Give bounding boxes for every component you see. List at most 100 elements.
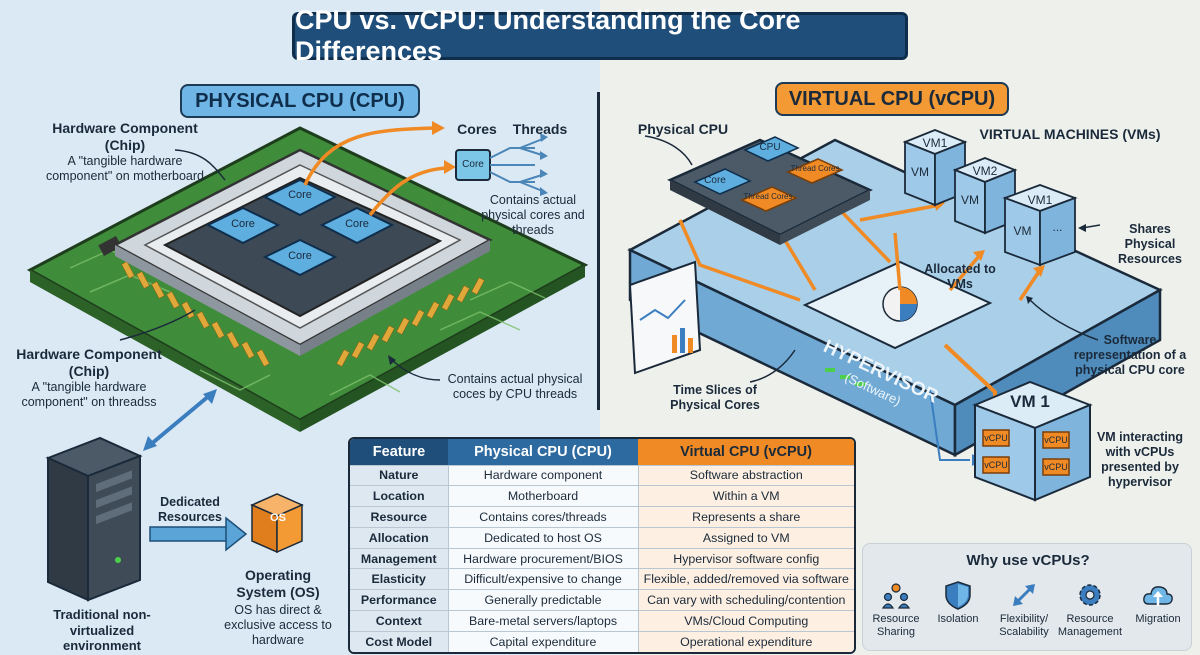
time-slices-label: Time Slices of Physical Cores <box>670 383 760 412</box>
vcpu-label: vCPU <box>984 460 1008 470</box>
table-cell: Capital expenditure <box>447 630 638 653</box>
table-cell: Within a VM <box>637 485 854 507</box>
table-cell: Dedicated to host OS <box>447 526 638 549</box>
table-cell: Hardware component <box>447 464 638 486</box>
core-label: Core <box>345 218 369 230</box>
cores-label: Cores <box>457 121 497 137</box>
physical-cpu-label: Physical CPU <box>637 121 729 137</box>
table-header: Physical CPU (CPU) <box>448 439 638 465</box>
table-cell: Cost Model <box>350 630 448 653</box>
traditional-environment-label: Traditional non-virtualized environment <box>53 607 151 654</box>
contains-cores-by-threads-label: Contains actual physical coces by CPU th… <box>447 372 583 401</box>
chip-cpu-label: CPU <box>759 142 781 153</box>
comparison-table: Feature Physical CPU (CPU) Virtual CPU (… <box>348 437 856 655</box>
why-item-label: Migration <box>1135 613 1181 625</box>
vcpu-label: vCPU <box>1044 435 1068 445</box>
table-cell: Generally predictable <box>447 589 638 611</box>
why-item-isolation: Isolation <box>925 580 991 626</box>
why-item-label: Isolation <box>937 613 979 625</box>
cloud-upload-icon <box>1143 586 1173 606</box>
arrow-to-core-chip <box>368 166 448 217</box>
resize-arrow-icon <box>1013 584 1035 606</box>
vm1-title: VM 1 <box>1010 392 1050 411</box>
vcpu-label: vCPU <box>1044 462 1068 472</box>
why-item-label: Resource Management <box>1057 613 1123 638</box>
table-header-row: Feature Physical CPU (CPU) Virtual CPU (… <box>350 439 854 465</box>
table-cell: Can vary with scheduling/contention <box>637 589 854 611</box>
core-label: Core <box>231 218 255 230</box>
chip-thread-label: Thread Cores <box>790 164 840 173</box>
core-block <box>262 178 338 217</box>
table-cell: Performance <box>350 589 448 611</box>
physical-cpu-diagram <box>26 121 589 602</box>
threads-label: Threads <box>512 121 568 137</box>
software-representation-label: Software representation of a physical CP… <box>1073 333 1187 377</box>
table-header: Feature <box>350 439 448 465</box>
shares-resources-label: Shares Physical Resources <box>1118 222 1182 266</box>
os-cube-icon <box>250 493 304 554</box>
table-cell: Resource <box>350 506 448 528</box>
core-label: Core <box>288 250 312 262</box>
why-item-resource-management: Resource Management <box>1057 580 1123 638</box>
core-block <box>262 238 338 277</box>
vm-interacting-label: VM interacting with vCPUs presented by h… <box>1096 430 1184 489</box>
why-title: Why use vCPUs? <box>966 552 1090 569</box>
table-header: Virtual CPU (vCPU) <box>638 439 854 465</box>
capacitor <box>98 236 122 256</box>
why-item-flexibility: Flexibility/ Scalability <box>991 580 1057 638</box>
vm-side-label: VM <box>911 165 929 179</box>
why-item-label: Resource Sharing <box>872 613 920 638</box>
allocated-label: Allocated to VMs <box>924 262 996 291</box>
os-chip-label: OS <box>270 512 286 524</box>
hardware-component-threads-label: Hardware Component (Chip) A "tangible ha… <box>16 346 162 409</box>
why-use-vcpus-panel: Why use vCPUs? Resource Sharing Isolatio… <box>862 543 1192 651</box>
table-cell: Assigned to VM <box>637 526 854 549</box>
core-block <box>205 206 281 245</box>
vcpu-label: vCPU <box>984 433 1008 443</box>
contains-cores-threads-label: Contains actual physical cores and threa… <box>481 193 585 237</box>
gold-pins <box>121 261 485 367</box>
core-blocks <box>205 178 395 277</box>
table-cell: Bare-metal servers/laptops <box>447 610 638 632</box>
vm-top-label: VM1 <box>922 136 948 150</box>
table-cell: Motherboard <box>447 485 638 507</box>
virtual-machines-label: VIRTUAL MACHINES (VMs) <box>979 126 1161 142</box>
vm-cube-3 <box>1002 184 1078 267</box>
vm-cube-2 <box>952 157 1018 235</box>
table-cell: VMs/Cloud Computing <box>637 610 854 632</box>
why-item-migration: Migration <box>1125 580 1191 626</box>
hardware-component-label: Hardware Component (Chip) A "tangible ha… <box>45 120 204 183</box>
table-cell: Context <box>350 610 448 632</box>
dedicated-resources-label: Dedicated Resources <box>158 495 222 524</box>
shield-icon <box>945 581 971 610</box>
vm1-tower <box>972 380 1093 502</box>
vm-side-label: VM <box>961 193 979 207</box>
arrow-to-cores <box>303 126 436 186</box>
operating-system-label: Operating System (OS) OS has direct & ex… <box>224 567 332 647</box>
double-arrow <box>148 393 212 447</box>
thread-lines <box>489 137 546 193</box>
table-cell: Software abstraction <box>637 464 854 486</box>
why-item-label: Flexibility/ Scalability <box>999 613 1049 638</box>
table-cell: Represents a share <box>637 506 854 528</box>
server-tower-icon <box>45 436 143 602</box>
table-cell: Contains cores/threads <box>447 506 638 528</box>
vm-side-label: VM <box>1013 224 1032 238</box>
table-cell: Management <box>350 547 448 569</box>
table-cell: Difficult/expensive to change <box>447 568 638 590</box>
gear-icon <box>1079 584 1101 606</box>
virtual-cpu-diagram <box>627 129 1163 502</box>
core-block <box>319 206 395 245</box>
virtual-cpu-heading: VIRTUAL CPU (vCPU) <box>775 82 1009 116</box>
table-cell: Flexible, added/removed via software <box>637 568 854 590</box>
vm-ellipsis-label: ... <box>1052 220 1063 234</box>
table-cell: Location <box>350 485 448 507</box>
core-chip-label: Core <box>462 159 484 170</box>
section-divider <box>597 92 600 410</box>
